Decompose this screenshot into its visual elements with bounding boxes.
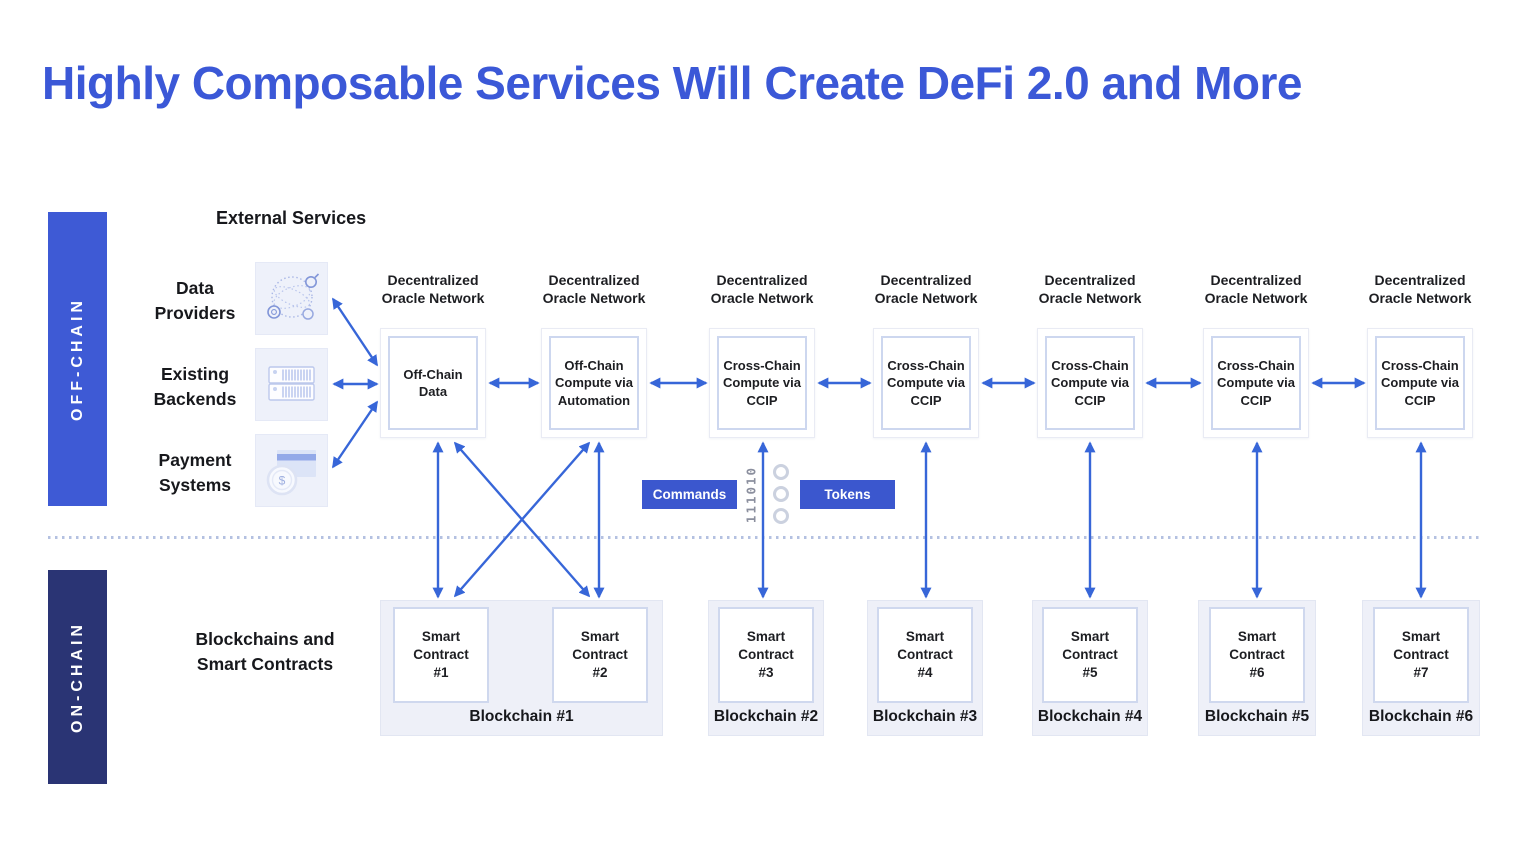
binary-stream-label: 111010 <box>743 465 759 524</box>
oracle-box-inner: Off-Chain Compute via Automation <box>549 336 639 430</box>
don-label-7: Decentralized Oracle Network <box>1368 272 1472 306</box>
smart-contract-1: Smart Contract #1 <box>393 607 489 703</box>
blockchain-1-label: Blockchain #1 <box>469 708 574 725</box>
blockchain-4-container: Smart Contract #5 Blockchain #4 <box>1032 600 1148 736</box>
svg-text:$: $ <box>279 474 286 488</box>
smart-contract-7: Smart Contract #7 <box>1373 607 1469 703</box>
data-providers-label: Data Providers <box>154 278 236 323</box>
blockchain-5-container: Smart Contract #6 Blockchain #5 <box>1198 600 1316 736</box>
don-label-2: Decentralized Oracle Network <box>542 272 646 306</box>
page-title: Highly Composable Services Will Create D… <box>42 57 1302 109</box>
blockchains-heading: Blockchains and Smart Contracts <box>195 629 335 674</box>
oracle-box-inner: Cross-Chain Compute via CCIP <box>1375 336 1465 430</box>
smart-contract-2: Smart Contract #2 <box>552 607 648 703</box>
existing-backends-label: Existing Backends <box>153 364 237 409</box>
blockchain-4-label: Blockchain #4 <box>1037 708 1143 725</box>
don-label-5: Decentralized Oracle Network <box>1038 272 1142 306</box>
oracle-box-off-chain-data: Off-Chain Data <box>380 328 486 438</box>
oracle-box-ccip-2: Cross-Chain Compute via CCIP <box>873 328 979 438</box>
off-chain-lane-label: OFF-CHAIN <box>68 297 86 421</box>
on-chain-lane-bar: ON-CHAIN <box>48 570 107 784</box>
smart-contract-5: Smart Contract #5 <box>1042 607 1138 703</box>
smart-contract-3: Smart Contract #3 <box>718 607 814 703</box>
oracle-box-inner: Cross-Chain Compute via CCIP <box>1211 336 1301 430</box>
blockchain-2-label: Blockchain #2 <box>713 708 819 725</box>
don-label-1: Decentralized Oracle Network <box>381 272 485 306</box>
payment-systems-label: Payment Systems <box>158 450 232 495</box>
commands-badge: Commands <box>642 480 737 509</box>
blockchain-6-label: Blockchain #6 <box>1368 708 1474 725</box>
oracle-box-automation: Off-Chain Compute via Automation <box>541 328 647 438</box>
don-label-3: Decentralized Oracle Network <box>710 272 814 306</box>
server-backend-icon <box>255 348 328 421</box>
oracle-box-ccip-5: Cross-Chain Compute via CCIP <box>1367 328 1473 438</box>
on-chain-lane-label: ON-CHAIN <box>68 621 86 733</box>
blockchain-3-container: Smart Contract #4 Blockchain #3 <box>867 600 983 736</box>
don-label-6: Decentralized Oracle Network <box>1204 272 1308 306</box>
blockchain-5-label: Blockchain #5 <box>1204 708 1310 725</box>
token-circle-icon <box>773 464 789 480</box>
off-chain-lane-bar: OFF-CHAIN <box>48 212 107 506</box>
smart-contract-6: Smart Contract #6 <box>1209 607 1305 703</box>
blockchain-2-container: Smart Contract #3 Blockchain #2 <box>708 600 824 736</box>
tokens-badge: Tokens <box>800 480 895 509</box>
payment-card-icon: $ <box>255 434 328 507</box>
chain-divider-dotted-line <box>48 536 1481 539</box>
oracle-box-ccip-3: Cross-Chain Compute via CCIP <box>1037 328 1143 438</box>
oracle-box-ccip-1: Cross-Chain Compute via CCIP <box>709 328 815 438</box>
blockchain-3-label: Blockchain #3 <box>872 708 978 725</box>
external-services-heading: External Services <box>216 208 367 228</box>
blockchain-1-container: Smart Contract #1 Smart Contract #2 Bloc… <box>380 600 663 736</box>
don-label-4: Decentralized Oracle Network <box>874 272 978 306</box>
blockchain-6-container: Smart Contract #7 Blockchain #6 <box>1362 600 1480 736</box>
oracle-box-inner: Cross-Chain Compute via CCIP <box>717 336 807 430</box>
oracle-box-inner: Cross-Chain Compute via CCIP <box>881 336 971 430</box>
data-providers-icon <box>255 262 328 335</box>
smart-contract-4: Smart Contract #4 <box>877 607 973 703</box>
oracle-box-ccip-4: Cross-Chain Compute via CCIP <box>1203 328 1309 438</box>
token-circle-icon <box>773 508 789 524</box>
token-circle-icon <box>773 486 789 502</box>
oracle-box-inner: Off-Chain Data <box>388 336 478 430</box>
oracle-box-inner: Cross-Chain Compute via CCIP <box>1045 336 1135 430</box>
